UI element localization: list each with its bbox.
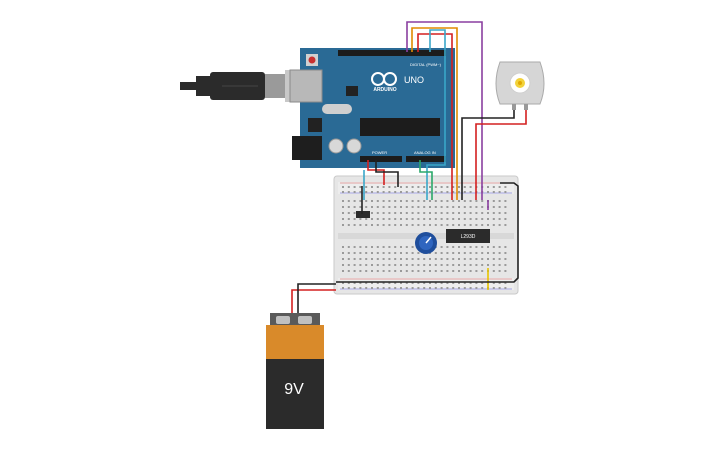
- slide-switch[interactable]: [356, 211, 370, 218]
- labels: ARDUINO UNO DIGITAL (PWM~) POWER ANALOG …: [284, 62, 476, 398]
- arduino-brand-label: ARDUINO: [373, 87, 396, 93]
- potentiometer[interactable]: [415, 232, 437, 254]
- usb-cable[interactable]: [180, 70, 305, 102]
- battery-9v[interactable]: [266, 313, 324, 429]
- arduino-logo: [371, 72, 397, 86]
- battery-voltage-label: 9V: [284, 381, 304, 398]
- arduino-uno-board[interactable]: [289, 48, 455, 168]
- power-header-label: POWER: [372, 150, 387, 155]
- motor-driver-chip[interactable]: [446, 229, 490, 243]
- dc-motor[interactable]: [495, 61, 545, 110]
- digital-header-label: DIGITAL (PWM~): [410, 62, 442, 67]
- chip-label: L293D: [461, 234, 476, 240]
- analog-header-label: ANALOG IN: [414, 150, 436, 155]
- arduino-model-label: UNO: [404, 75, 424, 85]
- wires: [291, 21, 527, 318]
